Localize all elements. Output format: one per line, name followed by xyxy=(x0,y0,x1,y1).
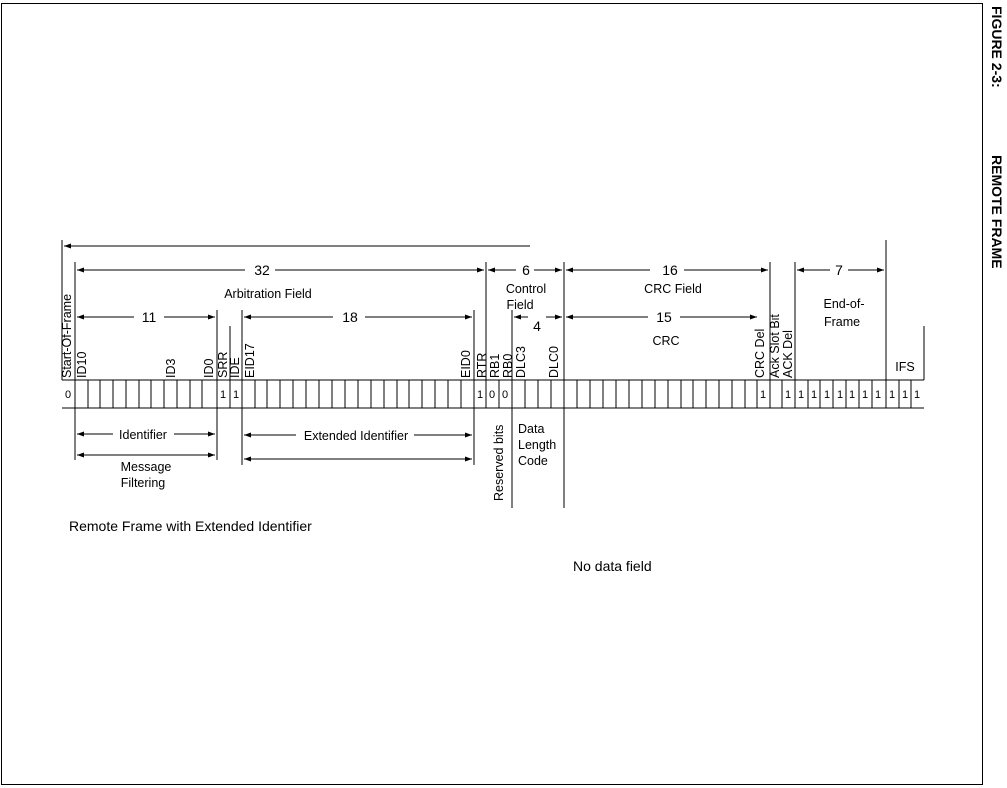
crc-bit-count: 15 xyxy=(656,309,672,325)
crc-field-label: CRC Field xyxy=(644,282,702,296)
eof-label-line2: Frame xyxy=(824,315,860,329)
bit-value-eof-ifs: 1 xyxy=(849,389,855,401)
figure-title: REMOTE FRAME xyxy=(989,155,1005,269)
control-bit-count: 6 xyxy=(522,262,530,278)
bit-label-crc-del: CRC Del xyxy=(753,329,767,378)
bit-label-eid17: EID17 xyxy=(243,343,257,378)
message-filtering-label-line1: Message xyxy=(121,460,172,474)
bit-label-ack-slot: Ack Slot Bit xyxy=(768,314,782,378)
bit-label-ide: IDE xyxy=(228,357,242,378)
bit-label-id10: ID10 xyxy=(75,352,89,378)
bit-value-rb0: 0 xyxy=(502,389,508,401)
eof-label-line1: End-of- xyxy=(824,297,865,311)
bit-value-rb1: 0 xyxy=(489,389,495,401)
ext-id-bit-count: 18 xyxy=(342,309,358,325)
bit-label-rb1: RB1 xyxy=(488,354,502,378)
bit-value-eof-ifs: 1 xyxy=(875,389,881,401)
bit-value-eof-ifs: 1 xyxy=(811,389,817,401)
figure-number: FIGURE 2-3: xyxy=(989,6,1005,88)
bit-label-rb0: RB0 xyxy=(501,354,515,378)
ifs-label: IFS xyxy=(895,360,914,374)
bit-value-eof-ifs: 1 xyxy=(914,389,920,401)
bit-value-crc-del: 1 xyxy=(760,389,766,401)
crc-field-bit-count: 16 xyxy=(662,262,678,278)
bit-label-dlc0: DLC0 xyxy=(547,346,561,378)
bit-label-eid0: EID0 xyxy=(459,350,473,378)
bit-value-rtr: 1 xyxy=(477,389,483,401)
eof-bit-count: 7 xyxy=(835,262,843,278)
bit-value-ide: 1 xyxy=(233,389,239,401)
bit-value-sof: 0 xyxy=(65,389,71,401)
control-field-label-line2: Field xyxy=(506,298,533,312)
bit-value-eof-ifs: 1 xyxy=(862,389,868,401)
arbitration-field-label: Arbitration Field xyxy=(224,287,312,301)
reserved-bits-label: Reserved bits xyxy=(492,425,506,501)
bit-label-srr: SRR xyxy=(216,352,230,378)
figure-frame xyxy=(1,3,983,785)
bit-label-ack-del: ACK Del xyxy=(781,330,795,378)
dlc-label-line1: Data xyxy=(518,422,544,436)
bit-value-srr: 1 xyxy=(220,389,226,401)
dlc-label-line3: Code xyxy=(518,454,548,468)
bit-label-rtr: RTR xyxy=(475,353,489,378)
base-id-bit-count: 11 xyxy=(142,309,157,325)
bit-label-sof: Start-Of-Frame xyxy=(60,294,74,378)
bit-value-eof-ifs: 1 xyxy=(902,389,908,401)
no-data-field-note: No data field xyxy=(573,558,652,574)
dlc-bit-count: 4 xyxy=(533,318,541,334)
bit-label-dlc3: DLC3 xyxy=(514,346,528,378)
bit-label-id0: ID0 xyxy=(202,359,216,379)
control-field-label-line1: Control xyxy=(506,282,546,296)
crc-label: CRC xyxy=(652,334,679,348)
message-filtering-label-line2: Filtering xyxy=(121,476,166,490)
bit-label-id3: ID3 xyxy=(164,359,178,379)
bit-value-eof-ifs: 1 xyxy=(837,389,843,401)
dlc-label-line2: Length xyxy=(518,438,556,452)
figure-caption: Remote Frame with Extended Identifier xyxy=(69,518,312,534)
identifier-label: Identifier xyxy=(119,428,167,442)
bit-value-ack-del: 1 xyxy=(785,389,791,401)
ext-identifier-label: Extended Identifier xyxy=(304,429,408,443)
bit-value-eof-ifs: 1 xyxy=(798,389,804,401)
arbitration-bit-count: 32 xyxy=(254,262,270,278)
bit-value-eof-ifs: 1 xyxy=(824,389,830,401)
bit-value-eof-ifs: 1 xyxy=(889,389,895,401)
